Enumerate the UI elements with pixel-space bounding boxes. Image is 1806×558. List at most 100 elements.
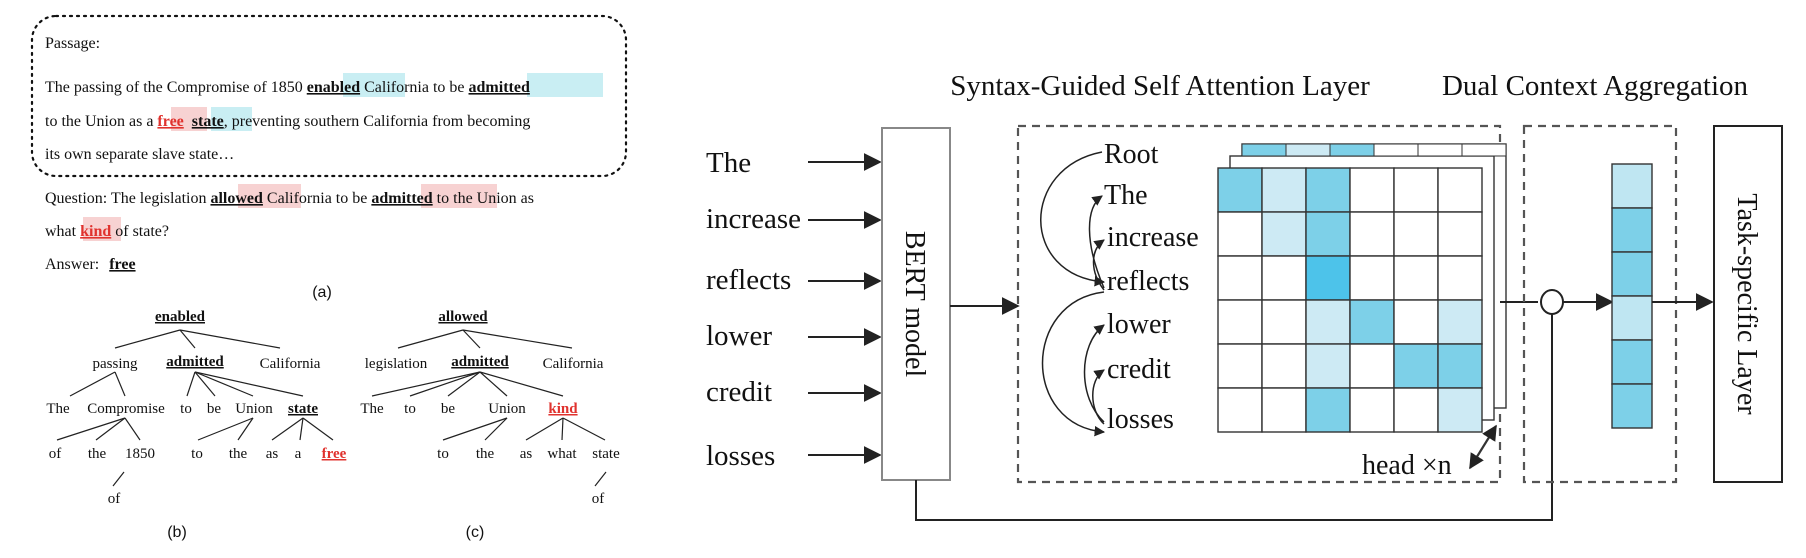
attention-cell [1393, 255, 1439, 301]
dep-arc [1092, 369, 1105, 425]
attention-cell [1305, 299, 1351, 345]
tree-c-node: California [543, 356, 604, 372]
aggregation-cell [1611, 207, 1653, 253]
tree-c-node: of [592, 491, 605, 507]
tree-c-node: legislation [365, 356, 428, 372]
attention-cell [1261, 211, 1307, 257]
passage-line-1: The passing of the Compromise of 1850 en… [45, 79, 530, 96]
tree-c-node: kind [548, 401, 578, 417]
attention-cell [1305, 211, 1351, 257]
passage-label: Passage: [45, 35, 100, 52]
task-label: Task-specific Layer [1731, 193, 1762, 415]
tree-b-node: California [260, 356, 321, 372]
attention-cell [1349, 255, 1395, 301]
attention-cell [1305, 343, 1351, 389]
question-line-2: what kind of state? [45, 223, 169, 240]
tree-c-node: The [360, 401, 384, 417]
tree-b-root: enabled [155, 309, 206, 325]
aggregation-cell [1611, 163, 1653, 209]
highlight-admitted [527, 73, 603, 97]
tree-b-node: to [191, 446, 203, 462]
attention-cell [1261, 167, 1307, 213]
dep-arc [1092, 239, 1105, 291]
attention-cell [1305, 255, 1351, 301]
attention-layer-edge [1285, 143, 1331, 157]
tree-c-node: to [404, 401, 416, 417]
attention-cell [1261, 299, 1307, 345]
dep-arc [1040, 151, 1106, 287]
aggregation-cell [1611, 295, 1653, 341]
tree-b-node: as [266, 446, 279, 462]
highlight-enabled [343, 73, 405, 97]
bert-box [881, 127, 951, 481]
attention-layer-edge [1373, 143, 1419, 157]
task-layer-box [1713, 125, 1783, 483]
highlight-kind [83, 217, 121, 241]
highlight-allowed [238, 184, 301, 208]
aggregation-cell [1611, 339, 1653, 385]
attention-cell [1217, 211, 1263, 257]
attention-cell [1349, 167, 1395, 213]
tree-token: increase [1107, 222, 1199, 253]
attention-layer-edge [1329, 143, 1375, 157]
tree-c-node: state [592, 446, 620, 462]
tree-c-node: the [476, 446, 495, 462]
tree-b-node: of [49, 446, 62, 462]
head-label: head ×n [1362, 450, 1452, 481]
attention-cell [1393, 299, 1439, 345]
attention-cell [1437, 211, 1483, 257]
question-line-1: Question: The legislation allowed Califo… [45, 190, 534, 207]
dependency-tree: Root The increase reflects lower credit … [1104, 139, 1199, 435]
answer-line: Answer:free [45, 256, 136, 273]
head-arrow [1469, 424, 1497, 470]
tree-c-node: Union [488, 401, 526, 417]
tree-b-node: the [229, 446, 248, 462]
tree-b-node: The [46, 401, 70, 417]
tree-b-node: state [288, 401, 318, 417]
attention-layer-edge [1461, 143, 1507, 157]
attention-cell [1217, 343, 1263, 389]
input-token: The [706, 147, 751, 179]
highlight-state [211, 107, 252, 131]
attention-cell [1437, 167, 1483, 213]
highlight-admitted-q [421, 184, 497, 208]
attention-cell [1217, 167, 1263, 213]
caption-b: (b) [167, 524, 187, 541]
attention-cell [1349, 387, 1395, 433]
passage-line-3: its own separate slave state… [45, 146, 234, 163]
input-token: credit [706, 376, 772, 408]
tree-c-node: what [547, 446, 577, 462]
attention-cell [1349, 343, 1395, 389]
tree-b-node: free [322, 446, 347, 462]
tree-c-edges [371, 329, 607, 487]
bert-label: BERT model [899, 231, 930, 378]
attention-cell [1217, 299, 1263, 345]
input-token: lower [706, 320, 772, 352]
input-token: losses [706, 440, 775, 472]
attention-matrix [1217, 143, 1507, 433]
tree-b: enabled passing admitted California The … [46, 309, 346, 507]
attention-cell [1261, 343, 1307, 389]
attention-cell [1305, 167, 1351, 213]
dual-context-box [1522, 124, 1678, 484]
dual-title: Dual Context Aggregation [1442, 70, 1749, 102]
aggregation-vector [1611, 163, 1653, 429]
tree-token: lower [1107, 309, 1171, 340]
caption-a: (a) [312, 284, 332, 301]
tree-token: credit [1107, 354, 1171, 385]
input-token: increase [706, 203, 801, 235]
attention-cell [1393, 387, 1439, 433]
dependency-arcs [1040, 151, 1106, 437]
tree-b-node: be [207, 401, 222, 417]
attention-cell [1437, 387, 1483, 433]
tree-b-node: to [180, 401, 192, 417]
attention-cell [1261, 255, 1307, 301]
tree-b-node: Union [235, 401, 273, 417]
highlight-free [171, 107, 207, 131]
aggregation-cell [1611, 251, 1653, 297]
tree-b-node: the [88, 446, 107, 462]
tree-b-node: passing [93, 356, 139, 372]
tree-b-node: admitted [166, 354, 224, 370]
